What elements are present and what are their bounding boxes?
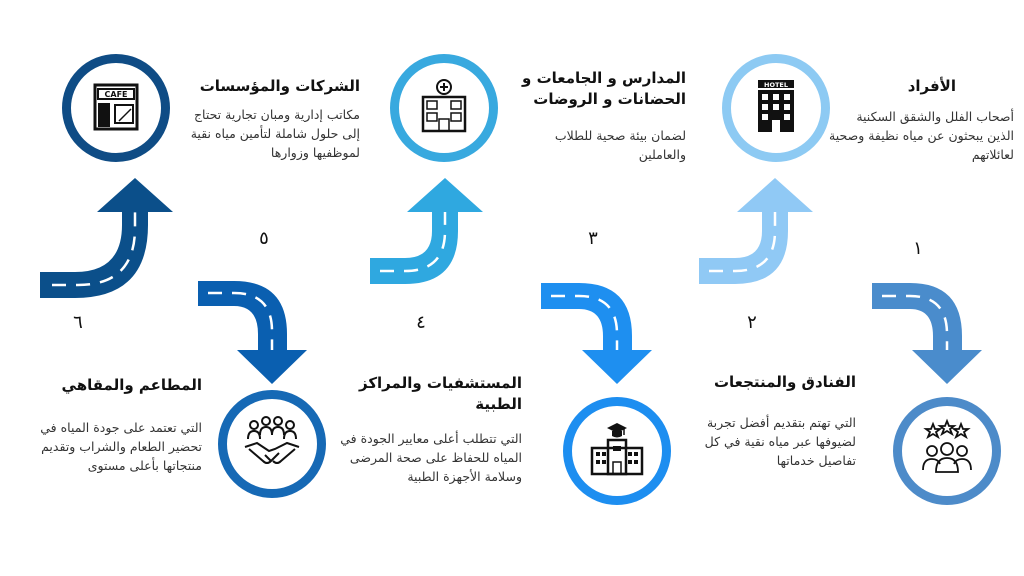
step-3-description: لضمان بيئة صحية للطلاب والعاملين (554, 128, 686, 162)
step-2-description: التي تهتم بتقديم أفضل تجربة لضيوفها عبر … (704, 415, 856, 468)
up-arrow-6 (40, 178, 173, 298)
circle-hospital (390, 54, 498, 162)
hotel-icon: HOTEL (758, 80, 794, 132)
step-number-4: ٤ (416, 312, 426, 333)
step-6-title: المطاعم والمقاهي (61, 376, 202, 394)
step-5-block: الشركات والمؤسسات مكاتب إدارية ومبان تجا… (180, 76, 360, 162)
step-number-2: ٢ (747, 312, 757, 333)
circle-rating (893, 397, 1001, 505)
step-4-title: المستشفيات والمراكز الطبية (358, 374, 522, 413)
step-5-title: الشركات والمؤسسات (199, 77, 360, 95)
hospital-icon (421, 79, 467, 133)
svg-text:HOTEL: HOTEL (764, 81, 788, 89)
down-arrow-1 (872, 283, 982, 384)
cafe-icon: CAFE (93, 83, 139, 131)
circle-cafe: CAFE (62, 54, 170, 162)
circle-school (563, 397, 671, 505)
people-rating-icon (922, 418, 972, 473)
step-number-3: ٣ (588, 228, 598, 249)
up-arrow-2 (699, 178, 813, 284)
step-1-description: أصحاب الفلل والشقق السكنية الذين يبحثون … (829, 109, 1014, 162)
circle-hotel: HOTEL (722, 54, 830, 162)
step-1-block: الأفراد أصحاب الفلل والشقق السكنية الذين… (828, 76, 1014, 164)
step-6-description: التي تعتمد على جودة المياه في تحضير الطع… (40, 420, 202, 473)
step-3-block: المدارس و الجامعات و الحضانات و الروضات … (510, 68, 686, 164)
step-number-5: ٥ (259, 228, 269, 249)
step-1-title: الأفراد (907, 77, 956, 95)
step-3-title: المدارس و الجامعات و الحضانات و الروضات (522, 69, 686, 108)
step-2-block: الفنادق والمنتجعات التي تهتم بتقديم أفضل… (684, 372, 856, 470)
down-arrow-5 (198, 281, 307, 384)
school-icon (590, 423, 644, 476)
step-4-description: التي تتطلب أعلى معايير الجودة في المياه … (340, 431, 522, 484)
handshake-icon (244, 416, 300, 464)
step-5-description: مكاتب إدارية ومبان تجارية تحتاج إلى حلول… (190, 107, 360, 160)
step-6-block: المطاعم والمقاهي التي تعتمد على جودة الم… (12, 375, 202, 475)
step-4-block: المستشفيات والمراكز الطبية التي تتطلب أع… (340, 373, 522, 486)
circle-handshake (218, 390, 326, 498)
svg-text:CAFE: CAFE (105, 90, 128, 99)
step-number-1: ١ (913, 238, 923, 259)
step-number-6: ٦ (73, 312, 83, 333)
step-2-title: الفنادق والمنتجعات (713, 373, 856, 391)
down-arrow-3 (541, 283, 652, 384)
up-arrow-4 (370, 178, 483, 284)
